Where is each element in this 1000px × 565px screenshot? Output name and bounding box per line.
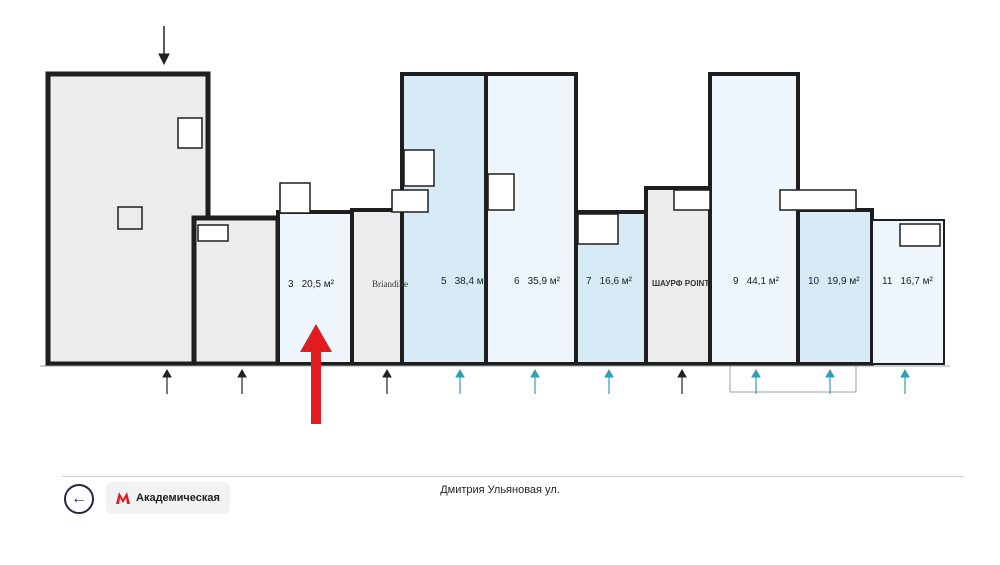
- metro-m-icon: [116, 492, 130, 504]
- highlight-arrow-icon: [300, 324, 332, 424]
- room-9[interactable]: [708, 72, 800, 366]
- entrance-arrows-blue: [455, 368, 910, 394]
- street-name: Дмитрия Ульяновая ул.: [440, 484, 560, 496]
- column-icon: [117, 206, 143, 230]
- room-5[interactable]: [400, 72, 488, 366]
- arrow-left-icon: ←: [71, 490, 87, 507]
- room-8: [644, 186, 720, 366]
- tenant-shawarma-point: ШАУРФ POINT: [652, 279, 710, 288]
- metro-station-name: Академическая: [136, 492, 220, 504]
- entrance-arrows-dark: [162, 368, 687, 394]
- tenant-briandille: Briandille: [372, 279, 408, 289]
- restroom-blocks: [177, 117, 941, 247]
- metro-station-chip[interactable]: Академическая: [106, 482, 230, 514]
- street-divider: [62, 476, 964, 477]
- room-6[interactable]: [484, 72, 578, 366]
- back-button[interactable]: ←: [64, 484, 94, 514]
- room-2: [191, 215, 281, 367]
- room-10[interactable]: [796, 208, 874, 366]
- entrance-arrow-top-icon: [158, 26, 170, 66]
